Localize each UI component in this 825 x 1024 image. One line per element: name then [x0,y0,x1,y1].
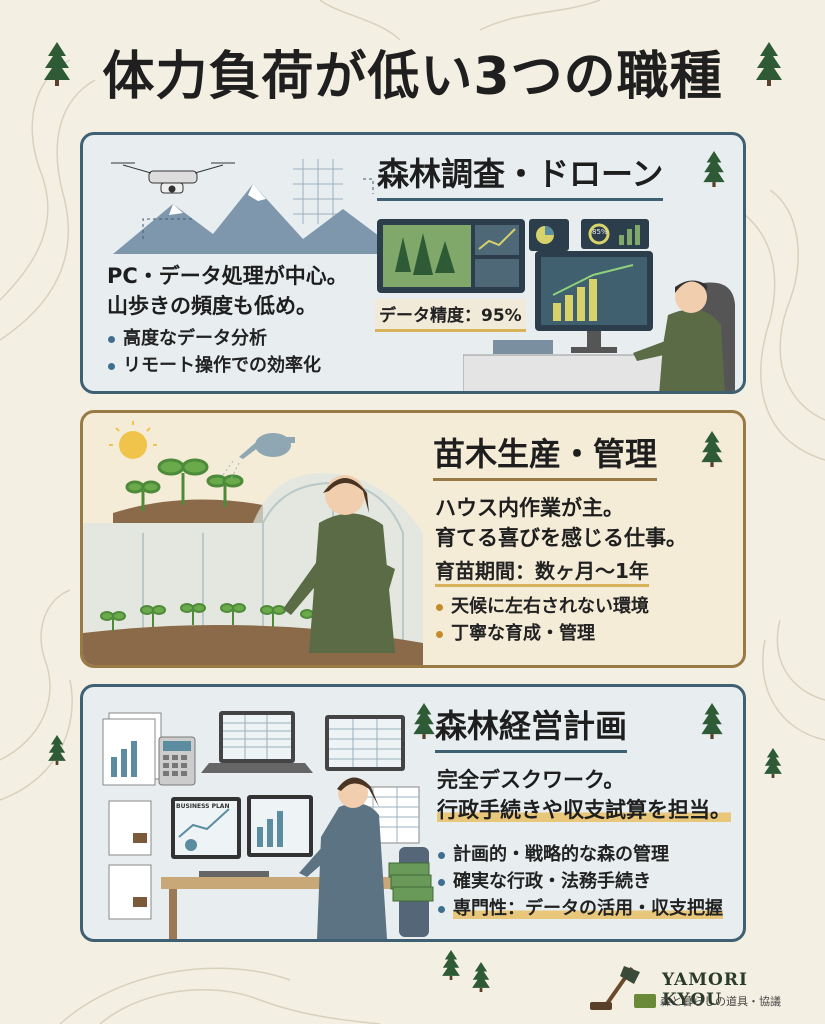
brand-logo: YAMORI KYOU 森と暮らしの道具・協議 [590,960,810,1016]
office-desk-illustration [102,711,434,939]
accuracy-badge: データ精度：95% [375,299,526,332]
list-item: 確実な行政・法務手続き [435,868,723,895]
percent-text: 85% [592,228,608,236]
pine-tree-icon [701,431,723,467]
pine-tree-icon [44,42,70,86]
list-item: リモート操作での効率化 [105,352,321,379]
drone-mountain-illustration [111,159,403,254]
card-bullets: 天候に左右されない環境 丁寧な育成・管理 [433,593,649,647]
card-title: 森林調査・ドローン [377,149,664,201]
page-title: 体力負荷が低い3つの職種 [102,47,723,107]
logo-tagline: 森と暮らしの道具・協議 [660,995,781,1008]
card-lead: PC・データ処理が中心。 山歩きの頻度も低め。 [107,264,348,318]
nursery-period: 育苗期間：数ヶ月〜1年 [435,555,649,587]
card-forest-survey-drone: 森林調査・ドローン PC・データ処理が中心。 山歩きの頻度も低め。 高度なデータ… [80,132,746,394]
card-lead: ハウス内作業が主。 育てる喜びを感じる仕事。 [435,496,687,550]
card-title: 森林経営計画 [435,701,628,753]
card-bullets: 計画的・戦略的な森の管理 確実な行政・法務手続き 専門性：データの活用・収支把握 [435,841,723,922]
greenhouse-seedling-illustration [83,421,423,665]
list-item: 高度なデータ分析 [105,325,321,352]
business-plan-text: BUSINESS PLAN [176,803,230,810]
list-item: 計画的・戦略的な森の管理 [435,841,723,868]
person-at-computer-illustration [463,251,735,391]
card-title: 苗木生産・管理 [433,429,658,481]
forest-dashboard-illustration [377,219,569,293]
axe-logo-icon [590,966,656,1010]
logo-name: YAMORI KYOU [662,970,748,1010]
card-forest-management-plan: BUSINESS PLAN 森林経営計画 完全デスクワーク。 行政手続きや収支試… [80,684,746,942]
list-item: 専門性：データの活用・収支把握 [435,895,723,922]
pine-tree-icon [413,703,435,739]
card-seedling-production: 苗木生産・管理 ハウス内作業が主。 育てる喜びを感じる仕事。 育苗期間：数ヶ月〜… [80,410,746,668]
percent-panel-illustration [581,219,649,249]
list-item: 天候に左右されない環境 [433,593,649,620]
card-lead: 完全デスクワーク。 行政手続きや収支試算を担当。 [437,768,731,822]
pine-tree-icon [701,703,723,739]
list-item: 丁寧な育成・管理 [433,620,649,647]
card-bullets: 高度なデータ分析 リモート操作での効率化 [105,325,321,379]
pine-tree-icon [472,962,490,992]
pine-tree-icon [764,748,782,778]
pine-tree-icon [756,42,782,86]
pine-tree-icon [48,735,66,765]
pine-tree-icon [703,151,725,187]
pine-tree-icon [442,950,460,980]
